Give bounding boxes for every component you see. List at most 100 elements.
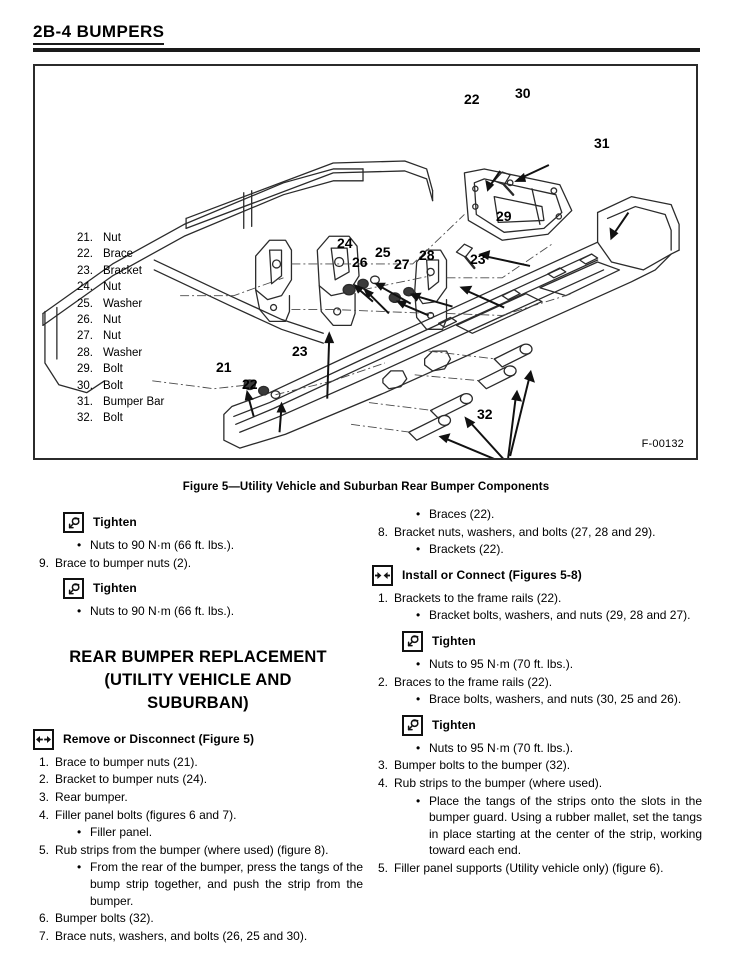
- tighten-heading: Tighten: [402, 714, 702, 736]
- legend-label: Bolt: [103, 379, 123, 392]
- legend-number: 29.: [77, 363, 93, 376]
- bullet-dot-icon: •: [416, 542, 421, 557]
- callout-number-22: 22: [464, 91, 480, 107]
- remove-disconnect-label: Remove or Disconnect (Figure 5): [63, 731, 255, 746]
- procedure-step: 4.Filler panel bolts (figures 6 and 7).: [33, 807, 363, 824]
- bullet-item: •Place the tangs of the strips onto the …: [372, 793, 702, 859]
- step-text: Brackets to the frame rails (22).: [394, 590, 562, 605]
- callout-number-23: 23: [292, 343, 308, 359]
- page-header: 2B-4 BUMPERS: [33, 22, 700, 52]
- legend-item: 23. Bracket: [75, 263, 164, 279]
- legend-number: 28.: [77, 346, 93, 359]
- legend-number: 32.: [77, 412, 93, 425]
- legend-number: 21.: [77, 232, 93, 244]
- tighten-heading: Tighten: [63, 578, 363, 600]
- bullet-text: Nuts to 90 N·m (66 ft. lbs.).: [90, 604, 235, 619]
- tighten-icon: [402, 714, 423, 736]
- step-text: Brace to bumper nuts (21).: [55, 754, 198, 769]
- right-column: • Braces (22). 8. Bracket nuts, washers, an…: [372, 505, 702, 877]
- step-number: 9.: [38, 555, 49, 570]
- legend-item: 24. Nut: [75, 279, 164, 295]
- install-connect-label: Install or Connect (Figures 5-8): [402, 567, 582, 582]
- tighten-icon: [63, 512, 84, 533]
- step-number: 1.: [38, 754, 49, 769]
- bullet-item: •Brace bolts, washers, and nuts (30, 25 …: [372, 691, 702, 708]
- section-heading: REAR BUMPER REPLACEMENT (UTILITY VEHICLE…: [33, 646, 363, 715]
- step-text: Brace to bumper nuts (2).: [55, 555, 192, 570]
- legend-item: 21. Nut: [75, 230, 164, 246]
- callout-number-25: 25: [375, 244, 391, 260]
- step-number: 5.: [377, 860, 388, 875]
- figure-caption: Figure 5—Utility Vehicle and Suburban Re…: [182, 481, 550, 493]
- step-text: Brace nuts, washers, and bolts (26, 25 a…: [55, 928, 308, 943]
- tighten-label: Tighten: [93, 581, 137, 596]
- bullet-text: Braces (22).: [429, 507, 495, 521]
- step-text: Filler panel bolts (figures 6 and 7).: [55, 807, 237, 822]
- bullet-text: Bracket bolts, washers, and nuts (29, 28…: [429, 608, 691, 623]
- tighten-icon: [402, 630, 423, 652]
- figure-panel: 21. Nut 22. Brace 23. Bracket 24. Nut 25…: [33, 64, 698, 460]
- bullet-text: From the rear of the bumper, press the t…: [90, 860, 363, 908]
- legend-item: 27. Nut: [75, 328, 164, 344]
- bullet-dot-icon: •: [416, 608, 421, 623]
- remove-disconnect-icon: [33, 728, 54, 750]
- legend-label: Nut: [103, 232, 121, 244]
- bullet-item: •From the rear of the bumper, press the …: [33, 859, 363, 909]
- step-text: Bracket nuts, washers, and bolts (27, 28…: [394, 524, 656, 539]
- bullet-dot-icon: •: [77, 825, 82, 840]
- legend-item: 30. Bolt: [75, 378, 164, 394]
- step-text: Rear bumper.: [55, 789, 128, 804]
- bullet-item: • Bracket bolts, washers, and nuts (29, 2…: [372, 607, 702, 624]
- step-text: Braces to the frame rails (22).: [394, 674, 553, 689]
- legend-number: 24.: [77, 281, 93, 294]
- header-rule: [33, 48, 700, 52]
- callout-number-32: 32: [477, 406, 493, 422]
- step-number: 3.: [377, 758, 388, 773]
- callout-number-23: 23: [470, 251, 486, 267]
- step-number: 3.: [38, 789, 49, 804]
- callout-number-27: 27: [394, 256, 410, 272]
- bullet-dot-icon: •: [416, 692, 421, 707]
- legend-item: 26. Nut: [75, 312, 164, 328]
- legend-number: 25.: [77, 297, 93, 310]
- step-number: 8.: [377, 524, 388, 539]
- procedure-step: 1.Brackets to the frame rails (22).: [372, 590, 702, 607]
- bullet-text: Nuts to 95 N·m (70 ft. lbs.).: [429, 656, 574, 671]
- legend-number: 26.: [77, 314, 93, 327]
- callout-number-22: 22: [242, 376, 258, 392]
- step-text: Rub strips from the bumper (where used) …: [55, 842, 329, 857]
- bullet-item: • Nuts to 95 N·m (70 ft. lbs.).: [372, 656, 702, 673]
- bullet-dot-icon: •: [416, 507, 421, 521]
- procedure-step: 4. Rub strips to the bumper (where used).: [372, 775, 702, 792]
- callout-number-21: 21: [216, 359, 232, 375]
- callout-number-30: 30: [515, 85, 531, 101]
- tighten-heading: Tighten: [402, 630, 702, 652]
- bullet-dot-icon: •: [416, 656, 421, 671]
- legend-label: Nut: [103, 314, 121, 327]
- left-column-continued-steps: Tighten • Nuts to 90 N·m (66 ft. lbs.). 9. B…: [33, 512, 363, 620]
- legend-item: 32. Bolt: [75, 410, 164, 426]
- step-text: Filler panel supports (Utility vehicle o…: [394, 860, 664, 875]
- legend-number: 23.: [77, 264, 93, 277]
- step-number: 4.: [377, 775, 388, 790]
- step-text: Bumper bolts (32).: [55, 911, 154, 926]
- bullet-dot-icon: •: [416, 740, 421, 755]
- step-number: 7.: [38, 928, 49, 943]
- bullet-item: • Brackets (22).: [372, 541, 702, 558]
- callout-number-24: 24: [337, 235, 353, 251]
- procedure-step: 5. Filler panel supports (Utility vehicle…: [372, 860, 702, 877]
- bullet-dot-icon: •: [77, 538, 82, 552]
- bullet-text: Brackets (22).: [429, 542, 504, 557]
- step-text: Rub strips to the bumper (where used).: [394, 775, 603, 790]
- procedure-step: 3. Rear bumper.: [33, 789, 363, 806]
- procedure-step: 8. Bracket nuts, washers, and bolts (27, …: [372, 524, 702, 541]
- legend-item: 22. Brace: [75, 246, 164, 262]
- bullet-dot-icon: •: [77, 604, 82, 619]
- right-column-continued-steps: • Braces (22). 8. Bracket nuts, washers, an…: [372, 506, 702, 558]
- procedure-step: 6.Bumper bolts (32).: [33, 910, 363, 927]
- step-number: 5.: [38, 842, 49, 857]
- tighten-label: Tighten: [432, 717, 476, 732]
- bullet-dot-icon: •: [416, 793, 421, 808]
- procedure-step: 7. Brace nuts, washers, and bolts (26, 25…: [33, 928, 363, 945]
- legend-item: 29. Bolt: [75, 361, 164, 377]
